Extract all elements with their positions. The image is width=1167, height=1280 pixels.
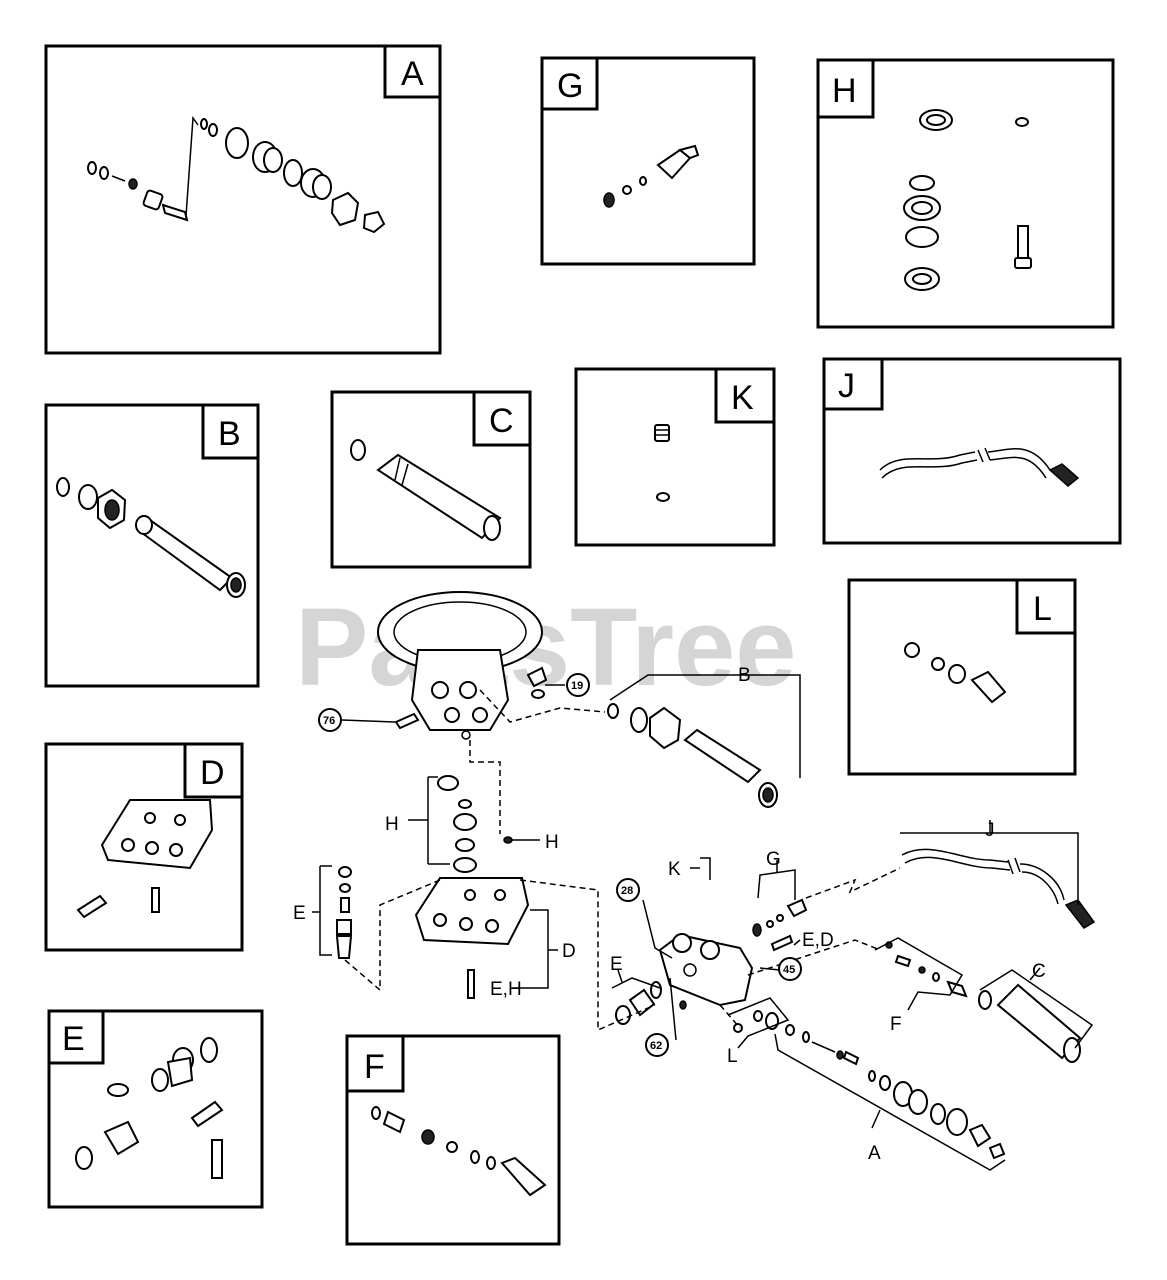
label-e-left: E <box>293 903 306 924</box>
label-b: B <box>738 665 751 686</box>
kit-d-panel[interactable]: D <box>44 742 244 952</box>
kit-k-tag: K <box>731 379 754 417</box>
kit-e-tag: E <box>62 1020 85 1058</box>
callout-76[interactable]: 76 <box>318 708 342 732</box>
label-e-d: E,D <box>802 930 834 951</box>
kit-l-parts <box>904 642 1007 704</box>
callout-45[interactable]: 45 <box>778 957 802 981</box>
label-f: F <box>890 1014 902 1035</box>
kit-a-panel[interactable]: A <box>44 44 442 355</box>
label-g: G <box>766 849 781 870</box>
callout-19-text: 19 <box>571 680 583 692</box>
kit-a-tag: A <box>401 55 424 93</box>
kit-g-panel[interactable]: G <box>540 56 756 266</box>
watermark: PartsTree TM <box>295 586 870 709</box>
kit-l-panel[interactable]: L <box>847 578 1077 776</box>
kit-e-panel[interactable]: E <box>47 1009 264 1209</box>
kit-a-parts <box>87 115 386 234</box>
kit-f-panel[interactable]: F <box>345 1034 561 1246</box>
kit-f-parts <box>371 1106 547 1197</box>
kit-c-parts <box>350 439 502 541</box>
kit-j-tag: J <box>838 367 855 405</box>
callout-62-text: 62 <box>650 1040 662 1052</box>
label-a: A <box>868 1143 881 1164</box>
label-e-right: E <box>610 954 623 975</box>
kit-j-parts <box>879 447 1080 487</box>
label-e-h: E,H <box>490 979 522 1000</box>
callout-19[interactable]: 19 <box>566 673 590 697</box>
label-d: D <box>562 941 576 962</box>
kit-j-panel[interactable]: J <box>822 357 1122 545</box>
kit-b-panel[interactable]: B <box>44 403 260 688</box>
kit-g-parts <box>603 144 700 208</box>
kit-c-panel[interactable]: C <box>330 390 532 569</box>
callout-28[interactable]: 28 <box>616 878 640 902</box>
kit-d-parts <box>76 799 214 919</box>
kit-h-parts <box>903 109 1032 291</box>
label-h-left: H <box>385 814 399 835</box>
label-k: K <box>668 859 681 880</box>
main-assembly <box>312 591 1096 1171</box>
callout-76-text: 76 <box>323 715 335 727</box>
kit-g-tag: G <box>557 67 583 105</box>
kit-h-tag: H <box>832 72 857 110</box>
callout-62[interactable]: 62 <box>645 1033 669 1057</box>
label-l: L <box>727 1046 738 1067</box>
kit-b-parts <box>56 477 246 598</box>
callout-28-text: 28 <box>621 885 633 897</box>
label-c: C <box>1032 961 1046 982</box>
kit-l-tag: L <box>1033 590 1052 628</box>
watermark-text: PartsTree <box>295 586 796 709</box>
kit-h-panel[interactable]: H <box>816 58 1115 329</box>
label-h-right: H <box>545 832 559 853</box>
kit-k-panel[interactable]: K <box>574 367 776 547</box>
kit-e-parts <box>75 1037 224 1179</box>
kit-f-tag: F <box>364 1048 385 1086</box>
kit-k-parts <box>654 424 670 502</box>
kit-b-tag: B <box>218 415 241 453</box>
kit-c-tag: C <box>489 402 514 440</box>
kit-d-tag: D <box>200 754 225 792</box>
label-j: J <box>985 820 995 841</box>
callout-45-text: 45 <box>783 964 795 976</box>
